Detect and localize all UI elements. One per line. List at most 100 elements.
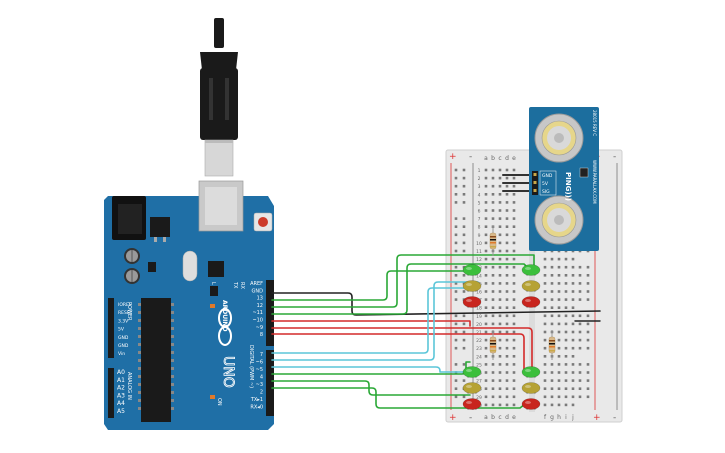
resistors: [489, 226, 556, 360]
left-rail-minus-top: -: [469, 152, 472, 162]
rail-hole: [586, 298, 590, 301]
wire-pin7: [271, 287, 471, 354]
breadboard-hole: [505, 346, 509, 350]
breadboard-hole: [484, 225, 488, 228]
breadboard-hole: [512, 265, 516, 269]
breadboard-hole: [557, 403, 561, 407]
breadboard-hole: [512, 257, 516, 261]
breadboard-hole: [491, 282, 495, 285]
rail-hole: [454, 201, 458, 204]
left-rail-plus-bottom: +: [449, 413, 457, 423]
breadboard-hole: [543, 322, 547, 326]
row-number: 9: [478, 233, 481, 239]
rail-hole: [462, 322, 466, 326]
digital-pin-label: RX◂0: [250, 405, 263, 411]
breadboard-hole: [498, 290, 502, 293]
breadboard-hole: [557, 395, 561, 399]
breadboard-hole: [498, 241, 502, 245]
breadboard-hole: [571, 387, 575, 390]
rail-hole: [454, 363, 458, 366]
rail-hole: [454, 395, 458, 399]
wire-pin8: [271, 333, 525, 373]
breadboard-hole: [543, 265, 547, 269]
breadboard-hole: [564, 306, 568, 309]
breadboard-hole: [550, 314, 554, 318]
breadboard-hole: [512, 290, 516, 293]
breadboard-hole: [491, 176, 495, 180]
analog-pin-label: A5: [117, 408, 125, 415]
digital-pin-label: 8: [260, 332, 263, 338]
breadboard-hole: [505, 241, 509, 245]
breadboard-hole: [557, 257, 561, 261]
rail-hole: [462, 233, 466, 237]
rail-hole: [454, 290, 458, 293]
breadboard-hole: [484, 176, 488, 180]
breadboard-hole: [564, 395, 568, 399]
breadboard-hole: [543, 379, 547, 382]
rail-hole: [586, 314, 590, 318]
right-rail-minus-top: -: [613, 152, 616, 162]
breadboard-hole: [571, 322, 575, 326]
breadboard-hole: [498, 225, 502, 228]
led-red: [521, 398, 541, 410]
rail-hole: [454, 168, 458, 172]
column-letter: f: [544, 414, 547, 421]
breadboard-hole: [484, 217, 488, 220]
wire-pin9: [271, 327, 533, 373]
breadboard-hole: [564, 274, 568, 277]
breadboard-hole: [484, 387, 488, 390]
breadboard-hole: [505, 338, 509, 342]
breadboard-hole: [564, 355, 568, 358]
analog-pin-label: A0: [117, 369, 125, 376]
rail-hole: [454, 379, 458, 382]
rail-hole: [462, 282, 466, 285]
rail-hole: [586, 379, 590, 382]
wire-pin12: [271, 254, 535, 308]
breadboard-hole: [505, 298, 509, 301]
capacitor: [124, 248, 140, 264]
breadboard-hole: [484, 395, 488, 399]
breadboard-hole: [571, 371, 575, 374]
breadboard-hole: [505, 403, 509, 407]
sensor-name: PING))): [564, 172, 572, 201]
breadboard-hole: [543, 282, 547, 285]
breadboard-hole: [498, 265, 502, 269]
breadboard-hole: [505, 209, 509, 212]
rail-hole: [586, 274, 590, 277]
rail-hole: [578, 265, 582, 269]
row-number: 5: [478, 200, 481, 206]
row-number: 8: [478, 225, 481, 231]
breadboard-hole: [505, 193, 509, 196]
breadboard-hole: [498, 209, 502, 212]
breadboard-hole: [543, 338, 547, 342]
rail-hole: [454, 265, 458, 269]
breadboard-hole: [571, 395, 575, 399]
breadboard-hole: [505, 265, 509, 269]
breadboard-hole: [505, 330, 509, 334]
breadboard-hole: [498, 314, 502, 318]
rail-hole: [462, 338, 466, 342]
breadboard-hole: [491, 168, 495, 172]
breadboard-hole: [491, 387, 495, 390]
breadboard-hole: [512, 233, 516, 237]
breadboard-hole: [571, 363, 575, 366]
power-pin-label: RESET: [118, 310, 133, 316]
breadboard-hole: [491, 209, 495, 212]
breadboard-hole: [498, 355, 502, 358]
analog-pin-label: A1: [117, 377, 125, 384]
breadboard-hole: [564, 282, 568, 285]
breadboard-hole: [498, 249, 502, 253]
row-number: 2: [478, 176, 481, 182]
breadboard-hole: [550, 290, 554, 293]
breadboard-hole: [484, 233, 488, 237]
rail-hole: [454, 184, 458, 188]
breadboard-hole: [564, 330, 568, 334]
rail-hole: [578, 298, 582, 301]
breadboard-hole: [491, 314, 495, 318]
rail-hole: [578, 282, 582, 285]
breadboard-hole: [557, 282, 561, 285]
column-letter: c: [498, 155, 501, 162]
breadboard-hole: [505, 379, 509, 382]
breadboard-hole: [498, 395, 502, 399]
